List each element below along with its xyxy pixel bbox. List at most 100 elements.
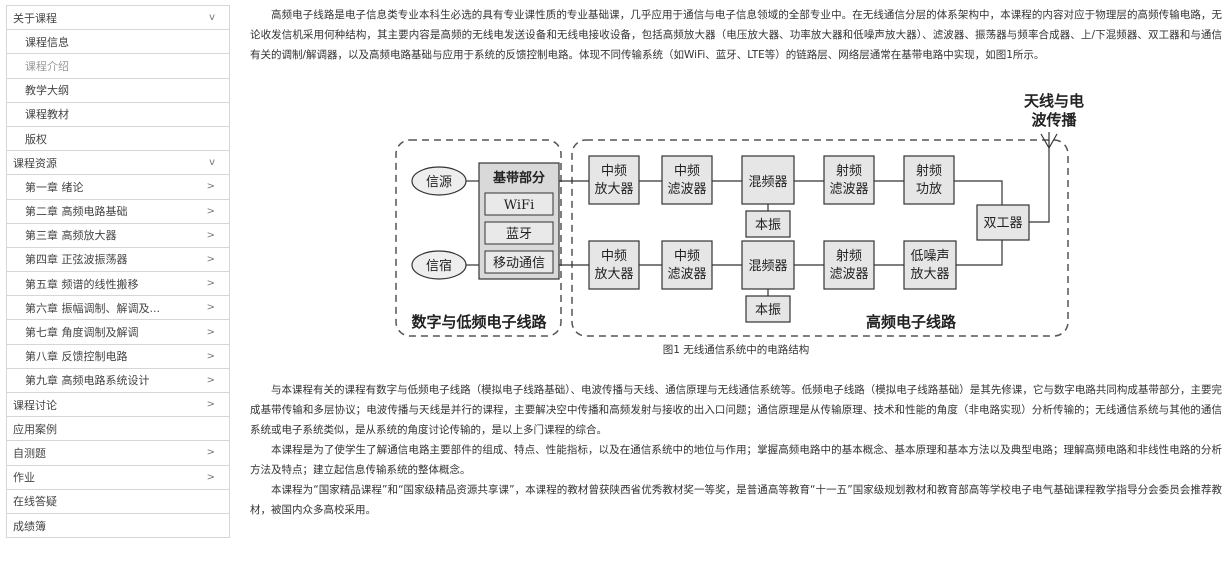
tx-rf-filter <box>823 155 875 205</box>
rx-rf-filter-line1: 射频 <box>836 248 862 264</box>
sidebar-item-label: 作业 <box>13 471 35 485</box>
sidebar-item-label: 课程教材 <box>25 108 69 122</box>
sidebar-item-chapter-1[interactable]: 第一章 绪论 > <box>7 175 229 200</box>
circuit-structure-diagram: .box { fill: #e6e6e6; stroke: #333; stro… <box>395 93 1084 337</box>
sidebar-item-label: 第八章 反馈控制电路 <box>25 350 128 364</box>
chevron-down-icon: v <box>209 157 215 169</box>
sidebar-item-label: 成绩簿 <box>13 519 46 533</box>
tx-rf-pa-line1: 射频 <box>916 163 942 179</box>
sidebar-item-label: 自测题 <box>13 446 46 460</box>
mobile-label: 移动通信 <box>493 256 545 271</box>
antenna-icon <box>1040 132 1058 149</box>
sidebar-item-label: 课程信息 <box>25 35 69 49</box>
sidebar-item-self-test[interactable]: 自测题 > <box>7 441 229 466</box>
tx-local-oscillator-label: 本振 <box>755 218 781 233</box>
rx-if-amplifier <box>588 240 640 290</box>
chevron-right-icon: > <box>206 471 215 483</box>
sidebar-item-textbook[interactable]: 课程教材 <box>7 103 229 127</box>
tx-mixer-label: 混频器 <box>748 175 787 190</box>
high-frequency-region <box>571 139 1069 337</box>
rx-if-filter-line1: 中频 <box>674 249 700 264</box>
rx-if-filter-line2: 滤波器 <box>667 267 706 282</box>
sidebar-item-qa[interactable]: 在线答疑 <box>7 490 229 514</box>
sidebar-item-label: 第五章 频谱的线性搬移 <box>25 277 139 291</box>
sidebar-item-chapter-6[interactable]: 第六章 振幅调制、解调及... > <box>7 296 229 321</box>
rx-if-amplifier-line1: 中频 <box>601 249 627 264</box>
source-label: 信源 <box>426 175 452 190</box>
wifi-box <box>484 192 554 216</box>
intro-paragraph: 高频电子线路是电子信息类专业本科生必选的具有专业课性质的专业基础课，几乎应用于通… <box>250 9 1222 61</box>
rx-if-amplifier-line2: 放大器 <box>594 267 633 282</box>
chevron-right-icon: > <box>206 253 215 265</box>
tx-if-amplifier <box>588 155 640 205</box>
tx-if-filter-line2: 滤波器 <box>667 182 706 197</box>
sidebar-item-chapter-3[interactable]: 第三章 高频放大器 > <box>7 224 229 248</box>
chevron-down-icon: v <box>209 12 215 24</box>
rx-local-oscillator <box>745 295 791 323</box>
chevron-right-icon: > <box>206 447 215 459</box>
chevron-right-icon: > <box>206 399 215 411</box>
sidebar-item-label: 教学大纲 <box>25 84 69 98</box>
mobile-box <box>484 250 554 274</box>
sidebar-item-homework[interactable]: 作业 > <box>7 466 229 490</box>
sidebar-item-course-info[interactable]: 课程信息 <box>7 30 229 55</box>
sidebar-item-label: 版权 <box>25 132 47 146</box>
tx-rf-power-amplifier <box>903 155 955 205</box>
rx-mixer-label: 混频器 <box>748 259 787 274</box>
duplexer <box>976 204 1030 241</box>
rx-local-oscillator-label: 本振 <box>755 303 781 318</box>
sidebar-item-label: 第一章 绪论 <box>25 180 84 194</box>
related-course-paragraphs: 与本课程有关的课程有数字与低频电子线路（模拟电子线路基础）、电波传播与天线、通信… <box>250 380 1222 520</box>
chevron-right-icon: > <box>206 350 215 362</box>
sidebar-item-chapter-5[interactable]: 第五章 频谱的线性搬移 > <box>7 272 229 297</box>
sidebar-item-label: 第六章 振幅调制、解调及... <box>25 301 160 315</box>
antenna-label-line2: 波传播 <box>1031 111 1077 129</box>
sidebar-item-chapter-2[interactable]: 第二章 高频电路基础 > <box>7 200 229 224</box>
sidebar-item-label: 课程讨论 <box>13 398 57 412</box>
sidebar-item-chapter-9[interactable]: 第九章 高频电路系统设计 > <box>7 369 229 393</box>
sidebar-item-label: 应用案例 <box>13 422 57 436</box>
sidebar-item-course-intro[interactable]: 课程介绍 <box>7 54 229 79</box>
sidebar-item-label: 第二章 高频电路基础 <box>25 205 128 219</box>
rx-mixer <box>741 240 795 290</box>
related-courses-paragraph: 与本课程有关的课程有数字与低频电子线路（模拟电子线路基础）、电波传播与天线、通信… <box>250 384 1222 436</box>
sidebar-item-chapter-4[interactable]: 第四章 正弦波振荡器> <box>7 248 229 273</box>
sidebar-item-label: 课程资源 <box>13 156 57 170</box>
rx-low-noise-amplifier <box>903 240 957 290</box>
sidebar-item-label: 第九章 高频电路系统设计 <box>25 374 150 388</box>
chevron-right-icon: > <box>206 205 215 217</box>
sidebar-item-syllabus[interactable]: 教学大纲 <box>7 79 229 103</box>
sidebar-item-copyright[interactable]: 版权 <box>7 127 229 152</box>
chevron-right-icon: > <box>206 302 215 314</box>
chevron-right-icon: > <box>206 278 215 290</box>
low-frequency-region-label: 数字与低频电子线路 <box>411 313 547 331</box>
chevron-right-icon: > <box>206 181 215 193</box>
course-honor-paragraph: 本课程为“国家精品课程”和“国家级精品资源共享课”，本课程的教材曾获陕西省优秀教… <box>250 484 1222 516</box>
tx-if-filter-line1: 中频 <box>674 164 700 179</box>
tx-mixer <box>741 155 795 205</box>
rx-rf-filter-line2: 滤波器 <box>829 267 868 282</box>
low-frequency-region <box>395 139 562 337</box>
sidebar-item-gradebook[interactable]: 成绩簿 <box>7 514 229 539</box>
duplexer-label: 双工器 <box>983 216 1022 231</box>
tx-if-amplifier-line1: 中频 <box>601 164 627 179</box>
sidebar-item-resources[interactable]: 课程资源 v <box>7 151 229 176</box>
baseband-title: 基带部分 <box>492 170 545 186</box>
high-frequency-region-label: 高频电子线路 <box>866 313 957 331</box>
sidebar-item-label: 第三章 高频放大器 <box>25 229 117 243</box>
tx-local-oscillator <box>745 210 791 238</box>
sidebar-item-discussion[interactable]: 课程讨论 > <box>7 393 229 418</box>
sidebar-item-label: 课程介绍 <box>25 59 69 73</box>
wifi-label: WiFi <box>504 198 534 213</box>
chevron-right-icon: > <box>206 229 215 241</box>
sidebar-item-chapter-7[interactable]: 第七章 角度调制及解调> <box>7 320 229 345</box>
chevron-right-icon: > <box>206 374 215 386</box>
sidebar-item-chapter-8[interactable]: 第八章 反馈控制电路 > <box>7 345 229 369</box>
tx-rf-filter-line1: 射频 <box>836 163 862 179</box>
bluetooth-label: 蓝牙 <box>506 227 532 242</box>
rx-lna-line2: 放大器 <box>910 267 949 282</box>
sidebar-item-cases[interactable]: 应用案例 <box>7 417 229 442</box>
tx-rf-pa-line2: 功放 <box>916 182 942 197</box>
